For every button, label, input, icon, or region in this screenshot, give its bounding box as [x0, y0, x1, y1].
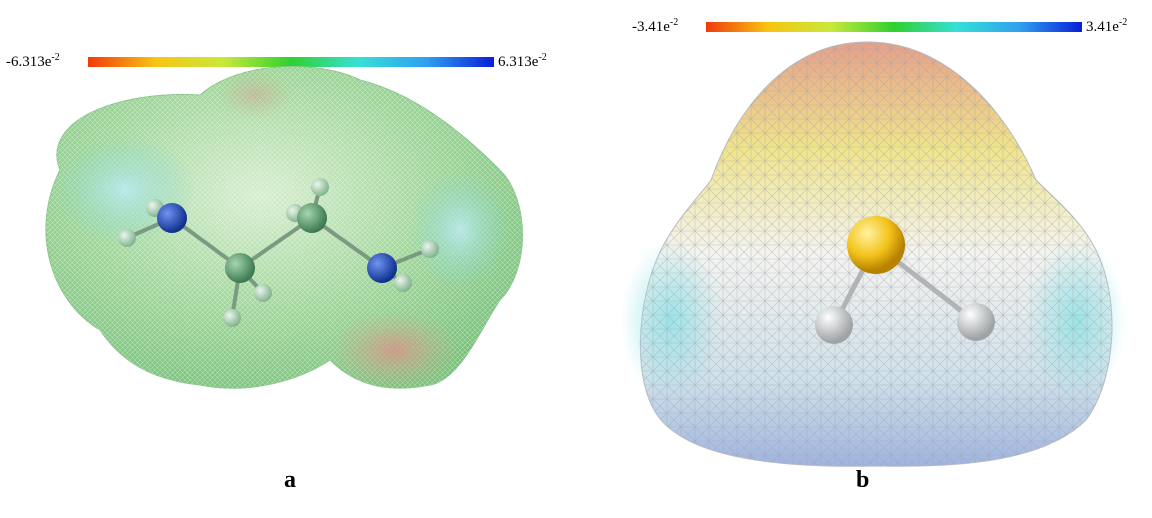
- carbon-atom: [297, 203, 327, 233]
- panel-label-b: b: [856, 467, 870, 493]
- hydrogen-atom: [394, 274, 412, 292]
- color-scale-bar-a: [88, 57, 494, 67]
- sulfur-atom: [847, 216, 905, 274]
- panel-b: -3.41e-2 3.41e-2: [576, 0, 1152, 518]
- nitrogen-atom: [367, 253, 397, 283]
- nitrogen-atom: [157, 203, 187, 233]
- scale-max-label-b: 3.41e-2: [1086, 17, 1128, 35]
- panel-a: -6.313e-2 6.313e-2: [6, 52, 547, 493]
- hydrogen-atom: [421, 240, 439, 258]
- hydrogen-atom: [957, 303, 995, 341]
- color-scale-bar-b: [706, 22, 1082, 32]
- hydrogen-atom: [223, 309, 241, 327]
- carbon-atom: [225, 253, 255, 283]
- ethylenediamine-mep-surface: [45, 65, 523, 390]
- hydrogen-atom: [815, 306, 853, 344]
- scale-min-label-b: -3.41e-2: [632, 17, 679, 35]
- scale-max-label-a: 6.313e-2: [498, 52, 547, 70]
- hydrogen-sulfide-mep-surface: [621, 41, 1126, 467]
- scale-min-label-a: -6.313e-2: [6, 52, 60, 70]
- panel-label-a: a: [284, 467, 296, 493]
- hydrogen-atom: [118, 229, 136, 247]
- hydrogen-atom: [311, 178, 329, 196]
- hydrogen-atom: [254, 284, 272, 302]
